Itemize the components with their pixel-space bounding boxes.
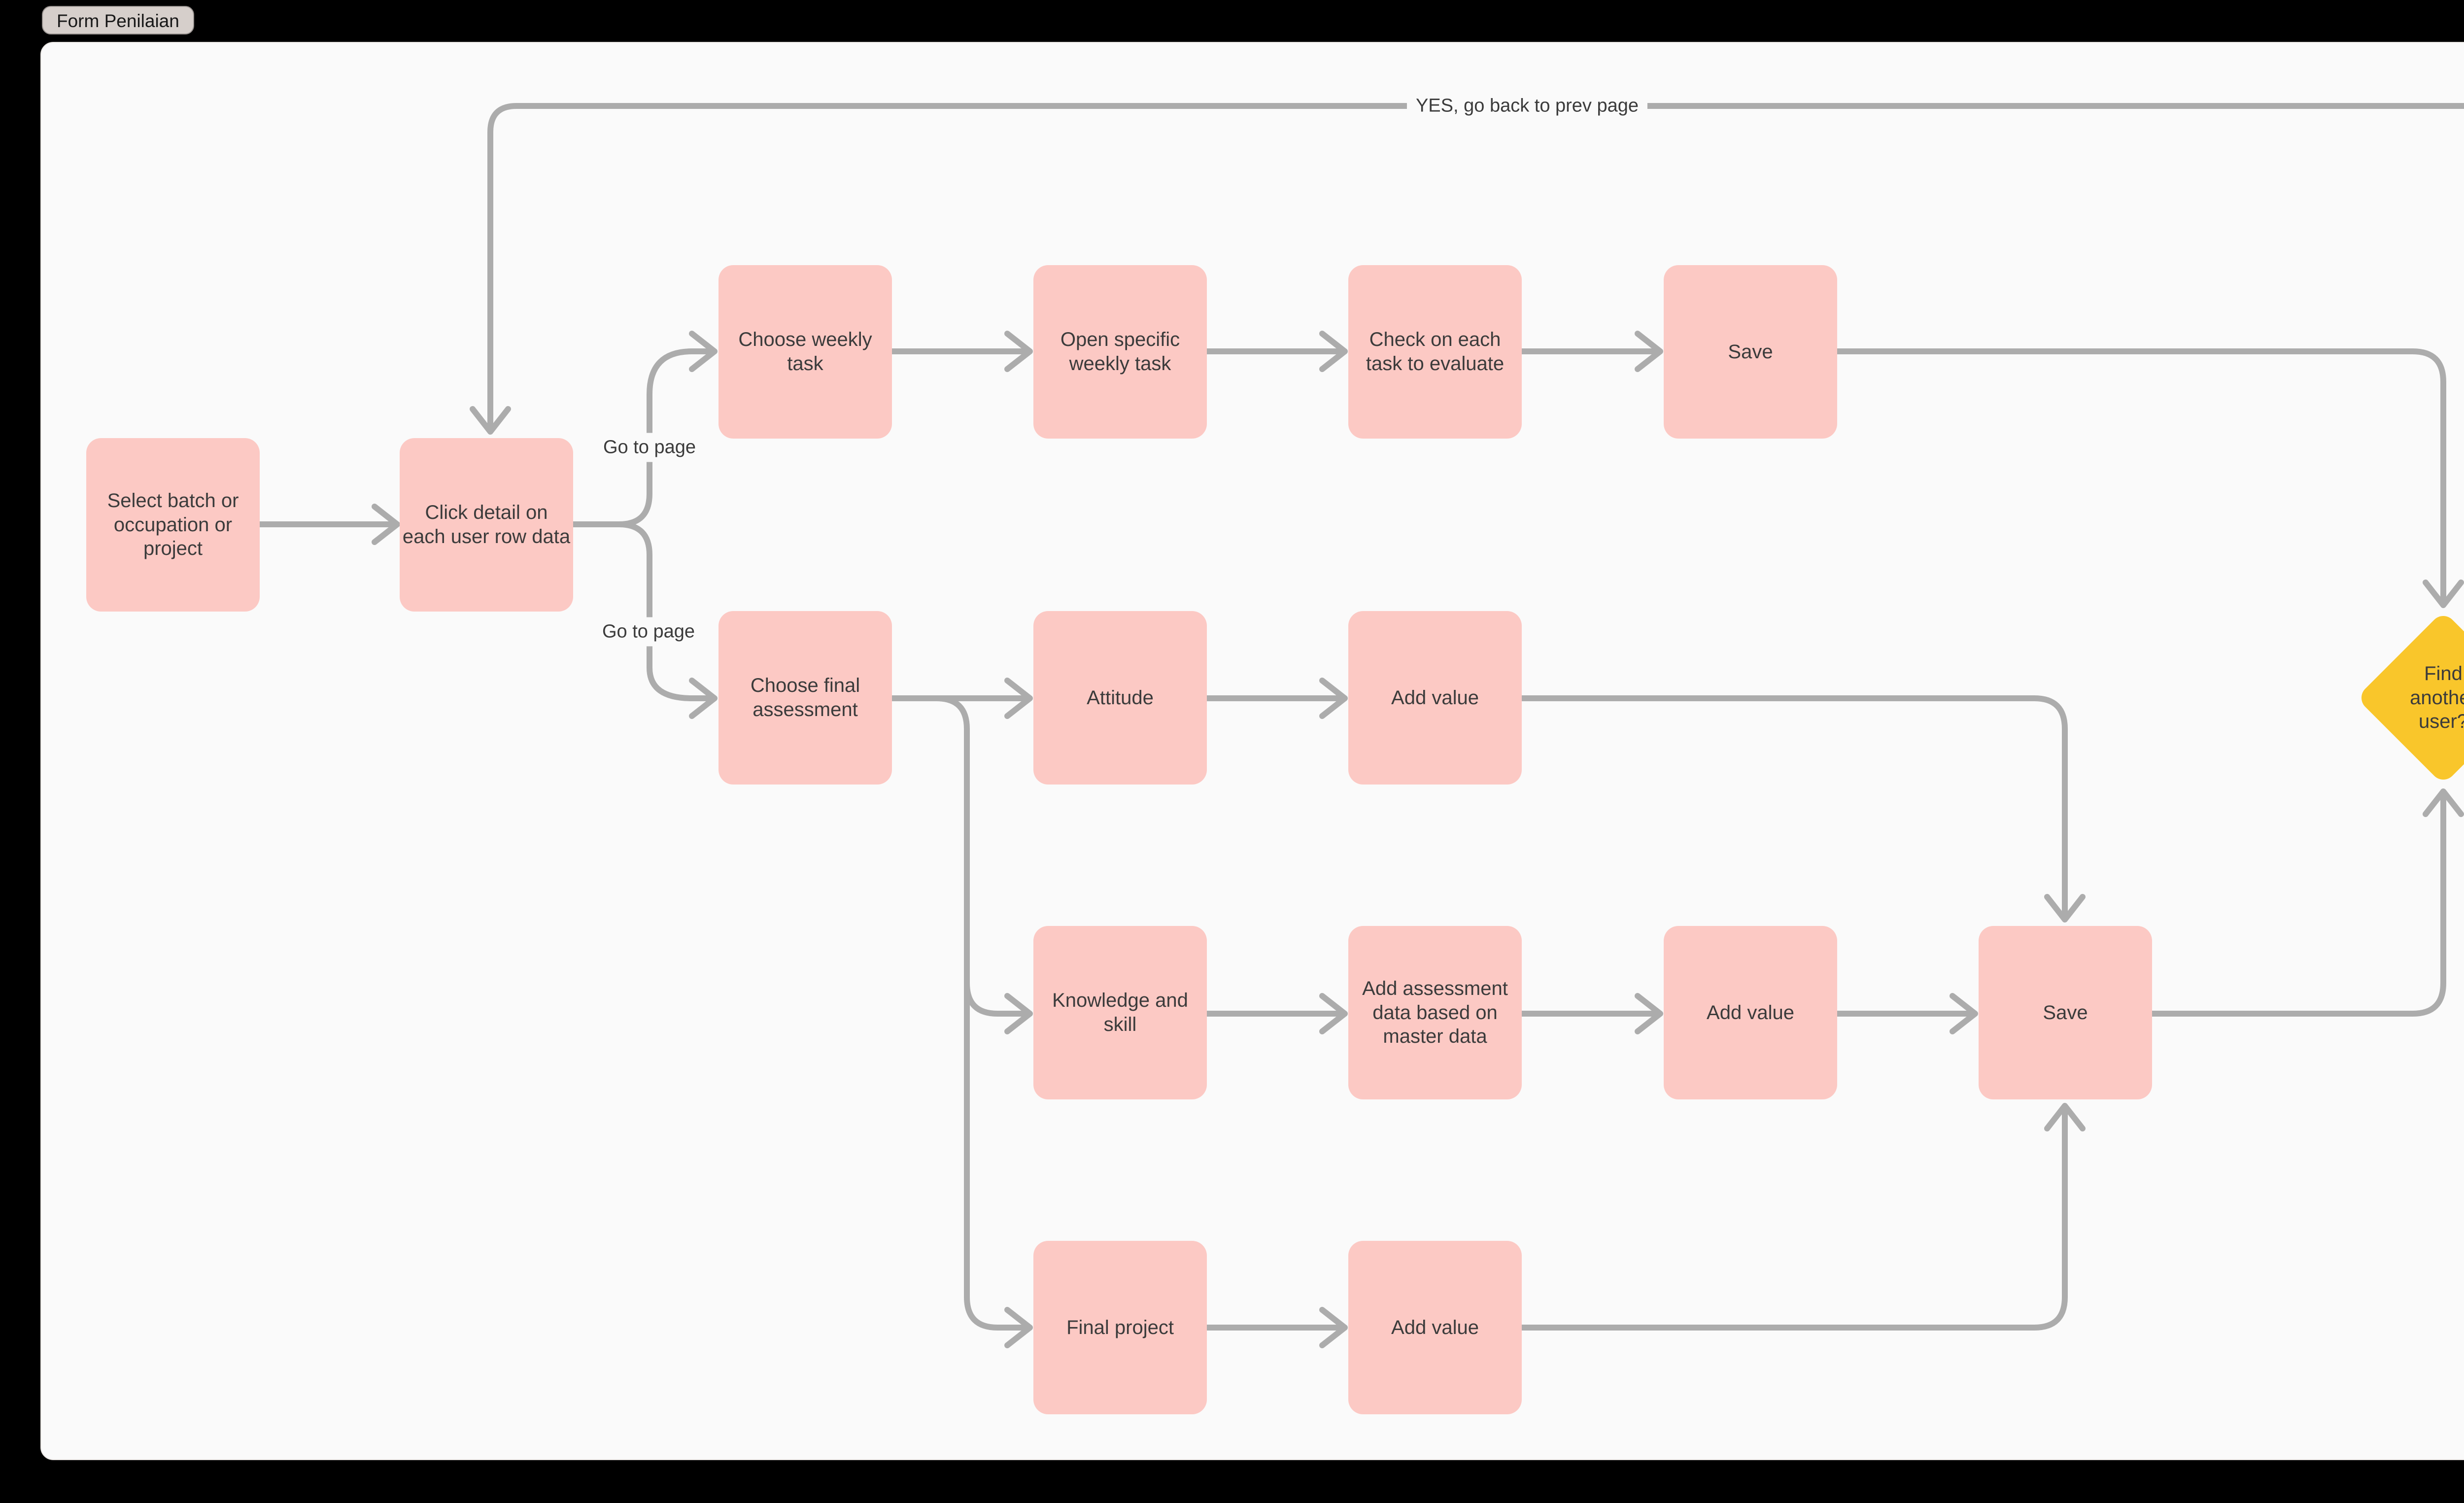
flow-node-check-each-task[interactable]: Check on each task to evaluate	[1348, 265, 1522, 439]
arrowhead-icon	[1319, 678, 1348, 719]
node-label: Click detail on each user row data	[402, 502, 571, 547]
flow-node-choose-weekly-task[interactable]: Choose weekly task	[719, 265, 892, 439]
arrowhead-icon	[1004, 1307, 1033, 1348]
flow-node-find-another-user[interactable]: Find another user?	[2356, 611, 2464, 785]
arrowhead-icon	[1635, 331, 1663, 372]
node-label: Attitude	[1087, 686, 1154, 709]
edge-label-go-to-page-top[interactable]: Go to page	[594, 433, 705, 462]
arrowhead-icon	[689, 678, 718, 719]
arrowhead-icon	[1950, 993, 1978, 1034]
flow-node-select-batch[interactable]: Select batch or occupation or project	[86, 438, 260, 612]
edge-add-value-attitude-to-save[interactable]	[1518, 695, 2068, 918]
flow-node-save-weekly[interactable]: Save	[1664, 265, 1837, 439]
node-label: Save	[1728, 341, 1773, 363]
flow-node-attitude[interactable]: Attitude	[1033, 611, 1207, 785]
flow-node-add-value-final-project[interactable]: Add value	[1348, 1241, 1522, 1414]
arrowhead-icon	[1319, 1307, 1348, 1348]
node-label: Find another user?	[2410, 662, 2464, 733]
node-label: Add value	[1391, 686, 1479, 709]
edge-label-go-to-page-bottom[interactable]: Go to page	[593, 617, 704, 647]
flow-node-knowledge-and-skill[interactable]: Knowledge and skill	[1033, 926, 1207, 1099]
node-label: Select batch or occupation or project	[107, 489, 239, 560]
flow-node-final-project[interactable]: Final project	[1033, 1241, 1207, 1414]
arrowhead-icon	[1319, 993, 1348, 1034]
flow-node-choose-final-assessment[interactable]: Choose final assessment	[719, 611, 892, 785]
arrowhead-icon	[1004, 993, 1033, 1034]
flow-node-add-assessment-data[interactable]: Add assessment data based on master data	[1348, 926, 1522, 1099]
flow-node-add-value-knowledge[interactable]: Add value	[1664, 926, 1837, 1099]
flow-node-click-detail[interactable]: Click detail on each user row data	[400, 438, 573, 612]
flow-node-open-specific-weekly-task[interactable]: Open specific weekly task	[1033, 265, 1207, 439]
arrowhead-icon	[1004, 678, 1033, 719]
node-label: Check on each task to evaluate	[1366, 329, 1505, 375]
edge-save-final-to-decision[interactable]	[2149, 793, 2446, 1017]
edge-click-to-weekly[interactable]	[570, 348, 713, 527]
node-label: Knowledge and skill	[1052, 990, 1188, 1035]
arrowhead-icon	[2044, 894, 2086, 922]
node-label: Final project	[1066, 1316, 1174, 1338]
edge-click-to-final[interactable]	[616, 521, 713, 701]
arrowhead-icon	[2423, 788, 2464, 817]
edge-label-yes-label[interactable]: YES, go back to prev page	[1406, 91, 1648, 121]
node-label: Add assessment data based on master data	[1362, 977, 1508, 1048]
edge-save-weekly-to-decision[interactable]	[1834, 348, 2446, 603]
node-label: Open specific weekly task	[1060, 329, 1180, 375]
node-label: Add value	[1707, 1001, 1794, 1024]
arrowhead-icon	[689, 331, 718, 372]
arrowhead-icon	[2044, 1103, 2086, 1131]
flow-node-save-final[interactable]: Save	[1979, 926, 2152, 1099]
arrowhead-icon	[2423, 580, 2464, 608]
edge-decision-yes-return[interactable]	[487, 103, 2464, 698]
flow-canvas[interactable]	[40, 42, 2464, 1460]
edge-add-value-fp-to-save[interactable]	[1518, 1108, 2068, 1331]
arrowhead-icon	[1319, 331, 1348, 372]
flow-node-add-value-attitude[interactable]: Add value	[1348, 611, 1522, 785]
node-label: Add value	[1391, 1316, 1479, 1338]
node-label: Choose final assessment	[750, 675, 860, 720]
node-label: Save	[2043, 1001, 2088, 1024]
arrowhead-icon	[1004, 331, 1033, 372]
board-title-chip[interactable]: Form Penilaian	[42, 6, 194, 34]
arrowhead-icon	[372, 504, 400, 545]
arrowhead-icon	[1635, 993, 1663, 1034]
node-label: Choose weekly task	[738, 329, 872, 375]
arrowhead-icon	[470, 406, 511, 435]
edge-final-branch-down[interactable]	[933, 695, 1029, 1331]
edge-branch-to-knowledge[interactable]	[964, 980, 1029, 1017]
